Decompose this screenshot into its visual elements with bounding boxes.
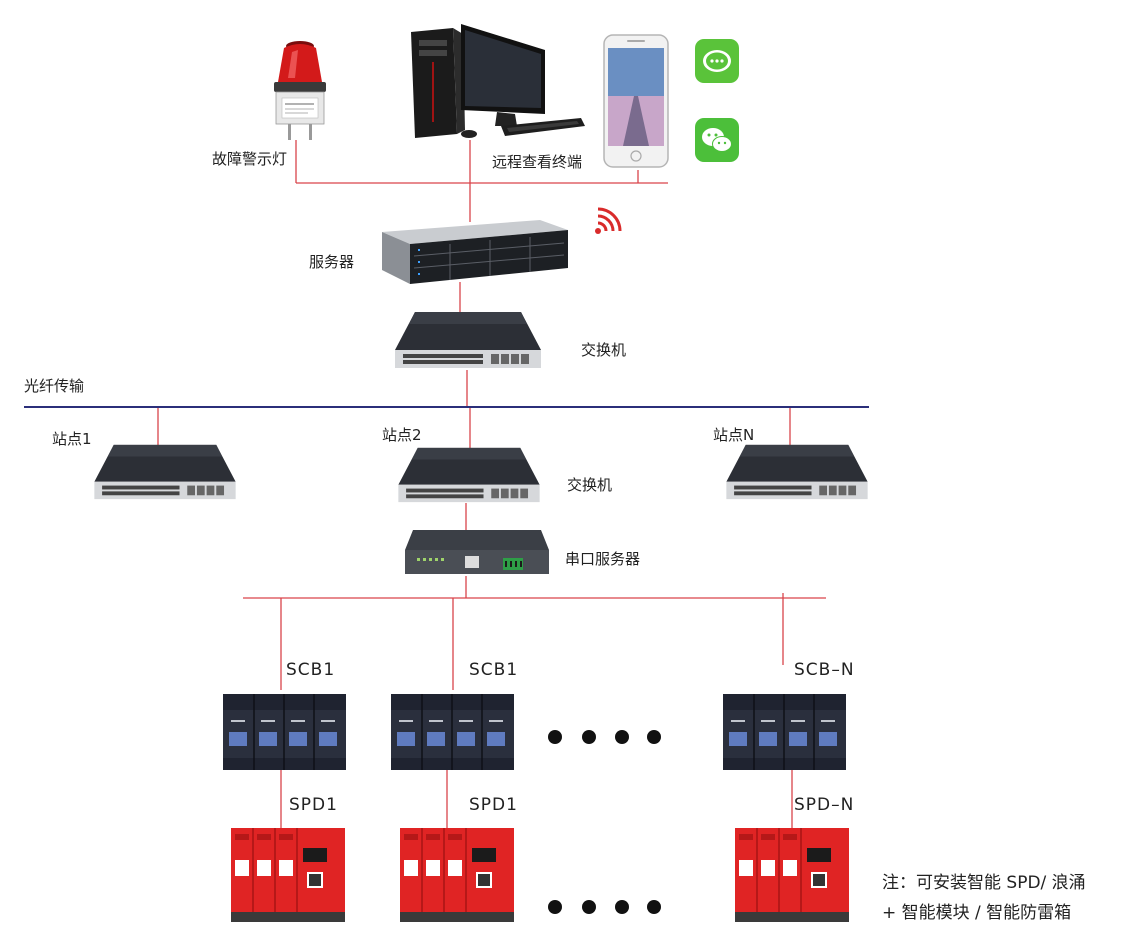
core-switch-icon (395, 312, 541, 368)
alarm-light-label: 故障警示灯 (212, 150, 288, 168)
scb-ellipsis-dots (548, 730, 661, 744)
fiber-transmission-label: 光纤传输 (24, 377, 85, 395)
scb-1-label: SCB1 (286, 660, 336, 680)
wireless-signal-icon (595, 207, 622, 234)
desktop-computer-icon (411, 24, 585, 138)
station-n-label: 站点N (713, 426, 755, 444)
scb-2-breaker-icon (391, 694, 514, 770)
server-label: 服务器 (309, 253, 355, 271)
wechat-icon (695, 118, 739, 162)
station-switch-label: 交换机 (567, 476, 613, 494)
smartphone-icon (603, 34, 669, 168)
station-n-switch-icon (726, 444, 868, 500)
spd-ellipsis-dots (548, 900, 661, 914)
station-1-label: 站点1 (52, 430, 92, 448)
scb-2-label: SCB1 (469, 660, 519, 680)
alarm-light-icon (274, 41, 326, 140)
spd-2-surge-protector-icon (400, 828, 514, 922)
scb-n-label: SCB–N (794, 660, 855, 680)
station-2-label: 站点2 (382, 426, 422, 444)
server-icon (382, 220, 568, 284)
message-icon (695, 39, 739, 83)
station-1-switch-icon (94, 444, 236, 500)
remote-terminal-label: 远程查看终端 (492, 153, 583, 171)
spd-1-surge-protector-icon (231, 828, 345, 922)
station-2-switch-icon (398, 447, 540, 503)
installation-note-line-1: 注：可安装智能 SPD/ 浪涌 (882, 873, 1086, 893)
core-switch-label: 交换机 (581, 341, 627, 359)
spd-1-label: SPD1 (289, 795, 338, 815)
serial-server-icon (405, 530, 549, 574)
scb-n-breaker-icon (723, 694, 846, 770)
installation-note-line-2: + 智能模块 / 智能防雷箱 (882, 903, 1072, 923)
spd-n-label: SPD–N (794, 795, 855, 815)
spd-n-surge-protector-icon (735, 828, 849, 922)
spd-2-label: SPD1 (469, 795, 518, 815)
scb-1-breaker-icon (223, 694, 346, 770)
serial-server-label: 串口服务器 (565, 550, 641, 568)
